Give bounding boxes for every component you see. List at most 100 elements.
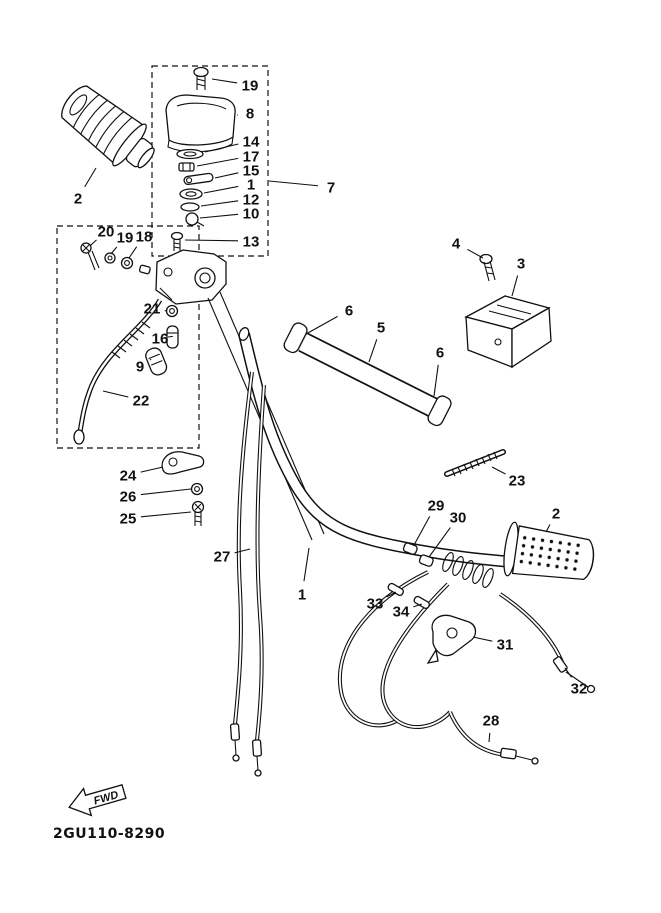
leader-line-19 bbox=[211, 78, 238, 84]
part-label-28: 28 bbox=[483, 713, 500, 730]
part-label-1: 1 bbox=[247, 177, 255, 194]
boot-9 bbox=[145, 347, 168, 376]
part-label-4: 4 bbox=[452, 236, 461, 253]
screw-19 bbox=[193, 66, 209, 90]
part-label-30: 30 bbox=[450, 510, 467, 527]
leader-line-17 bbox=[196, 157, 239, 167]
part-label-22: 22 bbox=[133, 393, 150, 410]
part-label-19: 19 bbox=[117, 230, 134, 247]
part-label-9: 9 bbox=[136, 359, 144, 376]
part-label-5: 5 bbox=[377, 320, 385, 337]
leader-line-4 bbox=[467, 248, 484, 259]
bracket-24 bbox=[161, 451, 205, 475]
leader-line-12 bbox=[200, 200, 239, 207]
part-label-3: 3 bbox=[517, 256, 525, 273]
leader-line-31 bbox=[472, 636, 493, 642]
brake-hose-22 bbox=[73, 298, 163, 445]
leader-line-30 bbox=[428, 527, 451, 558]
part-label-29: 29 bbox=[428, 498, 445, 515]
pin-16 bbox=[166, 325, 179, 349]
leader-line-26 bbox=[140, 488, 192, 496]
part-label-16: 16 bbox=[152, 331, 169, 348]
leader-line-15 bbox=[214, 172, 239, 179]
leader-line-7 bbox=[268, 180, 319, 187]
clip-10 bbox=[185, 212, 205, 227]
part-label-6: 6 bbox=[345, 303, 353, 320]
clamp-29 bbox=[402, 542, 418, 555]
leader-line-34 bbox=[413, 603, 423, 608]
part-label-13: 13 bbox=[243, 234, 260, 251]
cable-27 bbox=[229, 371, 266, 777]
part-label-1: 1 bbox=[298, 587, 306, 604]
switch-31 bbox=[426, 614, 477, 664]
leader-line-25 bbox=[140, 511, 192, 518]
cable-32 bbox=[498, 592, 596, 694]
screw-4 bbox=[479, 253, 496, 282]
left-grip bbox=[61, 85, 155, 169]
leader-line-18 bbox=[128, 246, 138, 259]
diaphragm-washer-14 bbox=[176, 148, 204, 160]
leader-line-1 bbox=[203, 185, 239, 194]
handlebar-cover-3 bbox=[464, 295, 552, 369]
cable-loops bbox=[337, 570, 452, 730]
nut-21 bbox=[165, 304, 179, 318]
leader-line-9 bbox=[149, 358, 152, 361]
part-label-14: 14 bbox=[243, 134, 260, 151]
screw-20 bbox=[80, 242, 100, 271]
washer-12 bbox=[180, 202, 200, 212]
leader-line-2 bbox=[84, 167, 97, 188]
pin-15 bbox=[183, 172, 214, 186]
cable-28 bbox=[448, 711, 539, 765]
handlebar bbox=[238, 327, 518, 570]
washer-18 bbox=[120, 256, 134, 270]
washer-26 bbox=[190, 482, 204, 496]
leader-line-22 bbox=[102, 390, 129, 398]
diagram-code: 2GU110-8290 bbox=[53, 826, 165, 842]
leader-line-20 bbox=[89, 239, 97, 247]
part-label-2: 2 bbox=[552, 506, 560, 523]
part-label-20: 20 bbox=[98, 224, 115, 241]
spacer bbox=[138, 264, 151, 275]
part-label-21: 21 bbox=[144, 301, 161, 318]
nut-17 bbox=[178, 162, 195, 172]
rod-23 bbox=[444, 449, 506, 477]
leader-line-14 bbox=[204, 143, 239, 153]
leader-line-1 bbox=[303, 547, 310, 582]
master-cylinder-cap bbox=[165, 94, 236, 153]
leader-line-32 bbox=[564, 667, 572, 678]
part-label-15: 15 bbox=[243, 163, 260, 180]
part-label-2: 2 bbox=[74, 191, 82, 208]
part-label-7: 7 bbox=[327, 180, 335, 197]
leader-line-27 bbox=[234, 548, 251, 554]
leader-line-13 bbox=[184, 239, 239, 242]
part-label-23: 23 bbox=[509, 473, 526, 490]
part-label-19: 19 bbox=[242, 78, 259, 95]
crossbar-pad-5 bbox=[283, 322, 452, 427]
part-label-17: 17 bbox=[243, 149, 260, 166]
part-label-24: 24 bbox=[120, 468, 137, 485]
part-label-33: 33 bbox=[367, 596, 384, 613]
leader-line-5 bbox=[368, 339, 378, 363]
leader-line-16 bbox=[167, 335, 173, 338]
clamp-30 bbox=[418, 554, 434, 567]
leader-line-33 bbox=[386, 591, 397, 598]
screw-13 bbox=[170, 231, 184, 251]
part-label-27: 27 bbox=[214, 549, 231, 566]
washer-19b bbox=[104, 252, 116, 264]
leader-line-2 bbox=[545, 524, 551, 533]
leader-line-28 bbox=[488, 732, 491, 743]
leader-line-23 bbox=[491, 466, 506, 475]
screw-25 bbox=[191, 500, 205, 526]
part-label-10: 10 bbox=[243, 206, 260, 223]
part-label-25: 25 bbox=[120, 511, 137, 528]
part-label-34: 34 bbox=[393, 604, 410, 621]
right-grip bbox=[503, 521, 595, 581]
part-label-6: 6 bbox=[436, 345, 444, 362]
leader-line-24 bbox=[140, 466, 164, 473]
leader-line-6 bbox=[305, 315, 338, 335]
leader-line-6 bbox=[433, 364, 439, 397]
part-label-8: 8 bbox=[246, 106, 254, 123]
